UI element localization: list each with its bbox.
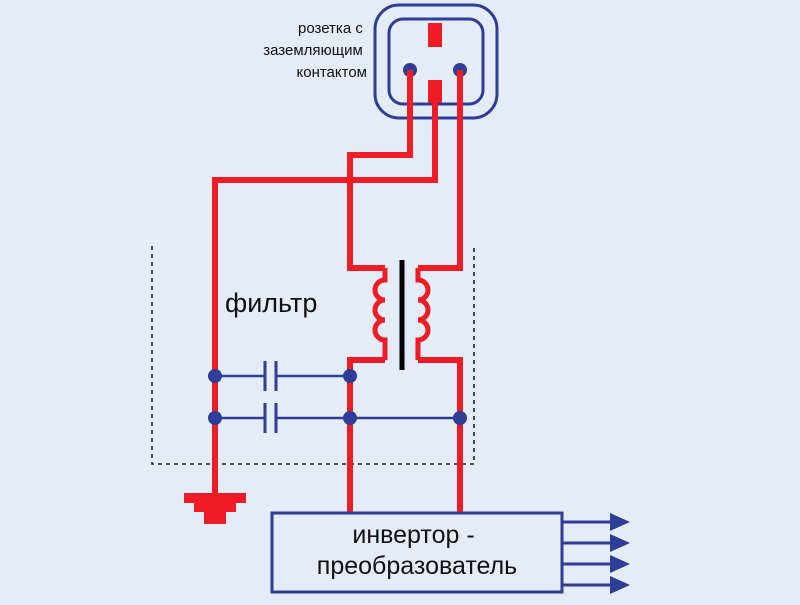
ground-pin-top bbox=[428, 23, 442, 47]
inverter-box bbox=[270, 511, 564, 594]
wire-left-phase bbox=[347, 70, 413, 271]
wires bbox=[212, 70, 463, 512]
inverter-label-line-1: инвертор - bbox=[352, 521, 474, 549]
wire-ground bbox=[212, 100, 438, 495]
socket-label: розетка с заземляющим контактом bbox=[263, 20, 367, 81]
filter-boundary bbox=[151, 246, 475, 465]
node bbox=[208, 411, 222, 425]
ground-icon bbox=[184, 493, 246, 524]
inverter-label-line-2: преобразователь bbox=[317, 552, 517, 580]
inductor-icon bbox=[372, 260, 431, 370]
filter-label: фильтр bbox=[225, 288, 317, 318]
socket-label-line-3: контактом bbox=[297, 64, 368, 81]
output-arrow-icon bbox=[562, 576, 630, 594]
junction-nodes bbox=[208, 369, 467, 425]
output-arrow-icon bbox=[562, 513, 630, 531]
wire-right-phase bbox=[418, 70, 463, 271]
inductor-coil-left bbox=[372, 268, 388, 360]
output-arrows bbox=[562, 513, 630, 594]
node bbox=[208, 369, 222, 383]
node bbox=[343, 411, 357, 425]
socket-label-line-1: розетка с bbox=[298, 20, 363, 37]
wire-left-lower bbox=[347, 357, 385, 512]
inverter-label: инвертор - преобразователь bbox=[317, 521, 517, 580]
node bbox=[453, 411, 467, 425]
output-arrow-icon bbox=[562, 534, 630, 552]
inductor-coil-right bbox=[415, 268, 431, 360]
capacitor-icon bbox=[263, 361, 278, 391]
node bbox=[343, 369, 357, 383]
capacitor-row-1 bbox=[215, 361, 350, 391]
wire-right-lower bbox=[418, 357, 463, 512]
ground-pin-bottom bbox=[428, 80, 442, 103]
capacitor-icon bbox=[263, 403, 278, 433]
output-arrow-icon bbox=[562, 555, 630, 573]
capacitor-row-2 bbox=[215, 403, 460, 433]
socket-label-line-2: заземляющим bbox=[263, 42, 363, 59]
